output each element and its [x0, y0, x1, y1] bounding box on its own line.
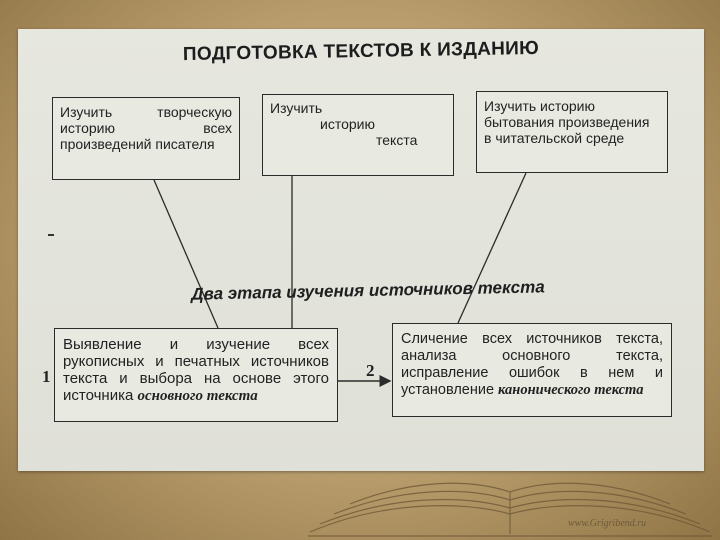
connector-line-right — [457, 172, 527, 324]
box-stage-1: Выявление и изучение всех рукописных и п… — [54, 328, 338, 422]
stage-1-body: Выявление и изучение всех рукописных и п… — [63, 336, 329, 404]
connector-line-left — [153, 179, 219, 329]
stage-1-emphasis: основного текста — [137, 388, 258, 404]
box-text-history-line-3: текста — [376, 132, 418, 148]
stage-2-body: Сличение всех источников текста, анализа… — [401, 331, 663, 398]
box-creative-history: Изучить творческую историю всех произвед… — [52, 97, 240, 180]
stray-dash — [48, 234, 54, 236]
box-text-history: Изучить историю текста — [262, 94, 454, 176]
stage-2-emphasis: канонического текста — [498, 382, 644, 398]
box-creative-history-text: Изучить творческую историю всех произвед… — [60, 104, 232, 152]
watermark: www.Grigribend.ru — [568, 518, 647, 529]
stage-number-1: 1 — [42, 367, 51, 386]
box-stage-2-text: Сличение всех источников текста, анализа… — [401, 331, 663, 399]
box-stage-2: Сличение всех источников текста, анализа… — [392, 323, 672, 417]
box-stage-1-text: Выявление и изучение всех рукописных и п… — [63, 336, 329, 405]
box-reader-history-text: Изучить историю бытования произведения в… — [484, 98, 650, 146]
connector-lines — [153, 172, 527, 387]
open-book-illustration — [308, 482, 712, 537]
box-text-history-line-2: историю — [320, 116, 375, 132]
box-reader-history: Изучить историю бытования произведения в… — [476, 91, 668, 173]
box-text-history-line-1: Изучить — [270, 100, 323, 116]
slide: ПОДГОТОВКА ТЕКСТОВ К ИЗДАНИЮ Изучить тво… — [18, 29, 704, 471]
stage-number-2: 2 — [366, 361, 375, 380]
